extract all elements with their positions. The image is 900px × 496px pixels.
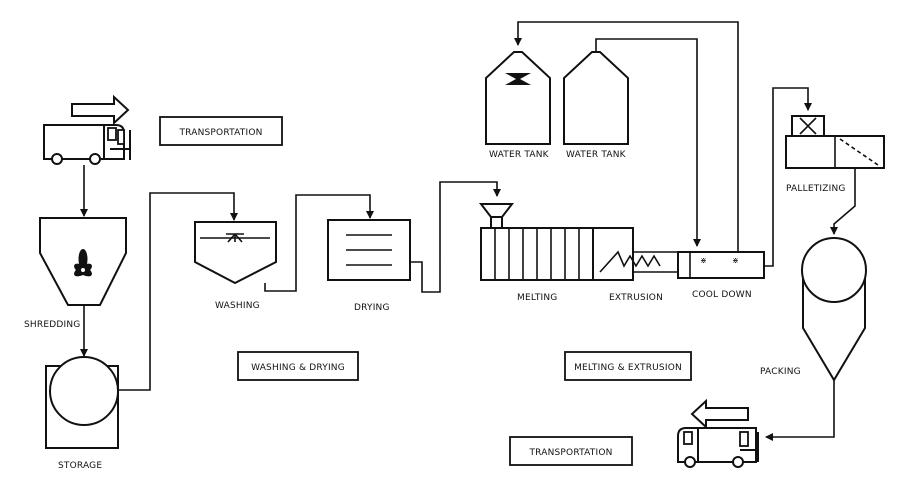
flow-arrow-storage-washing <box>118 192 238 391</box>
palletizer <box>785 115 885 169</box>
flow-arrow-palletizing-packing <box>830 168 856 235</box>
fan-icon <box>74 249 92 277</box>
stage-box-transportation-out <box>509 436 633 466</box>
truck-in-icon <box>43 94 131 165</box>
label-melting: MELTING <box>517 293 558 303</box>
drying-unit <box>327 219 411 281</box>
flow-arrow-water-supply <box>595 38 701 247</box>
cool-down-bath: ⋇ ⋇ <box>677 251 765 279</box>
washing-tank <box>194 221 277 285</box>
water-tank-1 <box>485 51 551 145</box>
storage-silo <box>45 356 119 449</box>
stage-box-washing-drying <box>237 351 359 381</box>
flow-arrow-washing-drying <box>264 194 374 292</box>
water-tank-2 <box>563 51 629 145</box>
flow-arrow-packing-truck <box>765 380 835 441</box>
stage-label-transportation-out: TRANSPORTATION <box>528 448 612 458</box>
packing-silo <box>801 237 867 382</box>
label-washing: WASHING <box>215 301 260 311</box>
stage-box-transportation-in <box>159 116 283 146</box>
flow-arrow-water-return <box>514 21 739 256</box>
stage-label-transportation-in: TRANSPORTATION <box>178 128 262 138</box>
label-storage: STORAGE <box>58 461 102 471</box>
cool-down-spray-right: ⋇ <box>732 256 739 265</box>
label-cool-down: COOL DOWN <box>692 290 752 300</box>
label-packing: PACKING <box>760 367 801 377</box>
flow-arrow-drying-melting <box>410 181 501 293</box>
sprinkler-icon <box>226 233 244 243</box>
extruder <box>592 227 679 281</box>
cool-down-spray-left: ⋇ <box>700 256 707 265</box>
label-water-tank-1: WATER TANK <box>489 150 550 160</box>
label-shredding: SHREDDING <box>24 320 80 330</box>
shredder-hopper <box>39 217 127 306</box>
stage-box-melting-extrusion <box>564 351 692 381</box>
label-palletizing: PALLETIZING <box>786 184 846 194</box>
truck-out-icon <box>677 398 759 468</box>
label-drying: DRYING <box>354 303 390 313</box>
melting-barrel <box>480 227 594 281</box>
label-extrusion: EXTRUSION <box>609 293 663 303</box>
mixer-icon <box>505 73 531 85</box>
label-water-tank-2: WATER TANK <box>566 150 627 160</box>
flow-arrow-cooldown-palletizing <box>764 87 812 267</box>
stage-label-melting-extrusion: MELTING & EXTRUSION <box>574 363 682 373</box>
stage-label-washing-drying: WASHING & DRYING <box>251 363 345 373</box>
melting-hopper <box>478 203 515 229</box>
